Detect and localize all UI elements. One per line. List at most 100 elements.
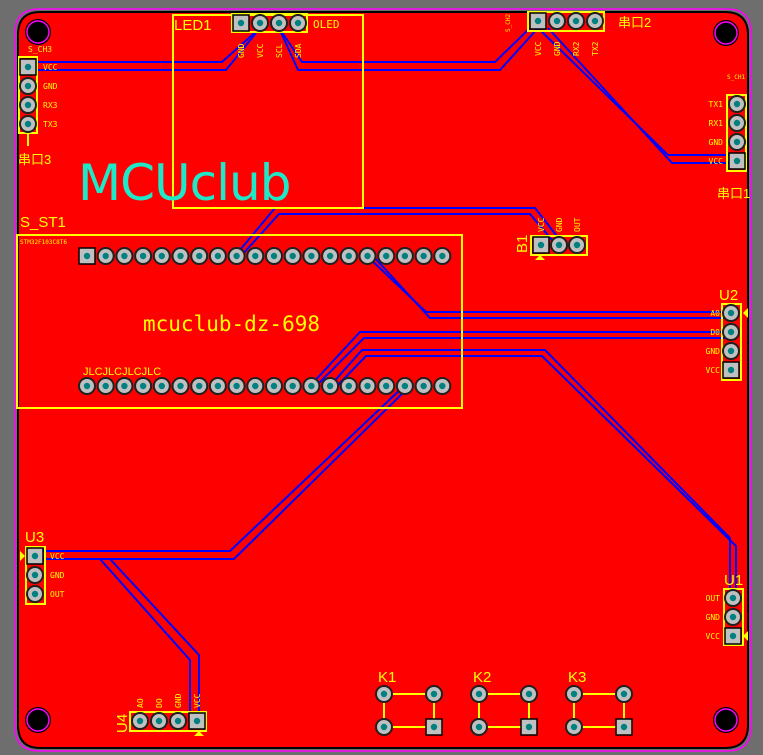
trace (336, 355, 737, 598)
pad-hole (420, 382, 427, 390)
key-outline (573, 693, 625, 728)
u3-ref: U3 (25, 529, 44, 546)
pad-hole (620, 723, 628, 731)
pin-label: OUT (573, 217, 582, 232)
pin-label: RX3 (43, 101, 58, 110)
pad-hole (727, 366, 735, 374)
pad-hole (570, 690, 578, 698)
pin-label: TX2 (591, 41, 600, 56)
pad-hole (31, 552, 39, 560)
hole-ring (26, 20, 50, 44)
pin1-marker (194, 731, 204, 736)
pad-hole (139, 252, 147, 260)
trace (36, 27, 261, 63)
mounting-hole (25, 19, 51, 45)
pad-hole (177, 252, 184, 260)
pad-hole (553, 17, 561, 25)
pad-hole (233, 252, 240, 260)
pad-hole (727, 347, 735, 355)
pin-label: SDA (294, 43, 303, 58)
pin-label: SCL (275, 43, 284, 58)
trace (309, 331, 731, 387)
u4-ref: U4 (114, 714, 131, 733)
uart1-ref: 串口1 (717, 186, 750, 201)
pad-hole (380, 723, 388, 731)
pin-label: VCC (256, 43, 265, 58)
pad-hole (620, 690, 628, 698)
pin-label: A0 (710, 309, 720, 318)
pin-label: TX1 (709, 100, 724, 109)
s-st1-outline (16, 234, 463, 409)
pad-hole (733, 138, 741, 146)
pad-hole (555, 241, 563, 249)
pin-label: OUT (50, 590, 65, 599)
uart2-tag: S_CH2 (505, 14, 512, 32)
pin-label: D0 (710, 328, 720, 337)
pads (19, 12, 748, 736)
pin-label: GND (709, 138, 724, 147)
pin-label: GND (43, 82, 58, 91)
pad-hole (326, 252, 334, 260)
pin-label: VCC (193, 693, 202, 708)
pad-hole (733, 119, 741, 127)
pad-hole (383, 382, 390, 390)
pad-hole (733, 100, 741, 108)
pad-hole (31, 590, 39, 598)
k3-ref: K3 (568, 669, 586, 686)
key-outline (478, 693, 530, 728)
pad-hole (364, 252, 371, 260)
pad-hole (727, 309, 735, 317)
pad-hole (733, 157, 741, 165)
pad-hole (158, 252, 165, 260)
pad-hole (525, 723, 533, 731)
pin-label: VCC (534, 41, 543, 56)
led1-name: OLED (313, 18, 340, 31)
pad-hole (525, 690, 533, 698)
pin-label: GND (174, 693, 183, 708)
pad-hole (345, 252, 352, 260)
pad-hole (308, 252, 315, 260)
pad-hole (139, 382, 147, 390)
trace (278, 27, 531, 63)
pad-hole (729, 613, 737, 621)
pad-hole (24, 101, 32, 109)
pad-hole (573, 241, 581, 249)
u3-header (25, 546, 46, 605)
pad-hole (430, 690, 438, 698)
pad-hole (83, 382, 91, 390)
jlc-mark: JLCJLCJLCJLC (83, 366, 161, 378)
pad-hole (233, 382, 240, 390)
trace (278, 27, 539, 71)
pad-hole (177, 382, 184, 390)
pad-hole (102, 382, 109, 390)
logo: MCUclub (78, 154, 290, 212)
board-edge (14, 8, 752, 752)
pad-hole (570, 723, 578, 731)
pin-label: GND (706, 347, 721, 356)
uart2-header (527, 11, 605, 32)
pad-hole (121, 382, 128, 390)
trace (547, 27, 737, 164)
pin1-marker (743, 308, 748, 318)
pad-hole (24, 120, 32, 128)
pad-hole (196, 382, 203, 390)
pad-hole (289, 382, 296, 390)
pin-label: VCC (537, 217, 546, 232)
pad-hole (364, 382, 371, 390)
pad-hole (430, 723, 438, 731)
pad-hole (420, 252, 427, 260)
trace (99, 558, 191, 721)
uart1-header (726, 94, 747, 172)
pad-hole (289, 252, 296, 260)
pin-label: GND (50, 571, 65, 580)
trace (109, 558, 200, 721)
trace (366, 255, 731, 313)
pad-hole (326, 382, 334, 390)
trace (35, 385, 405, 552)
trace (315, 337, 731, 387)
pad-hole (345, 382, 352, 390)
pad-hole (214, 382, 222, 390)
pad-hole (729, 594, 737, 602)
pin-label: OUT (706, 594, 721, 603)
